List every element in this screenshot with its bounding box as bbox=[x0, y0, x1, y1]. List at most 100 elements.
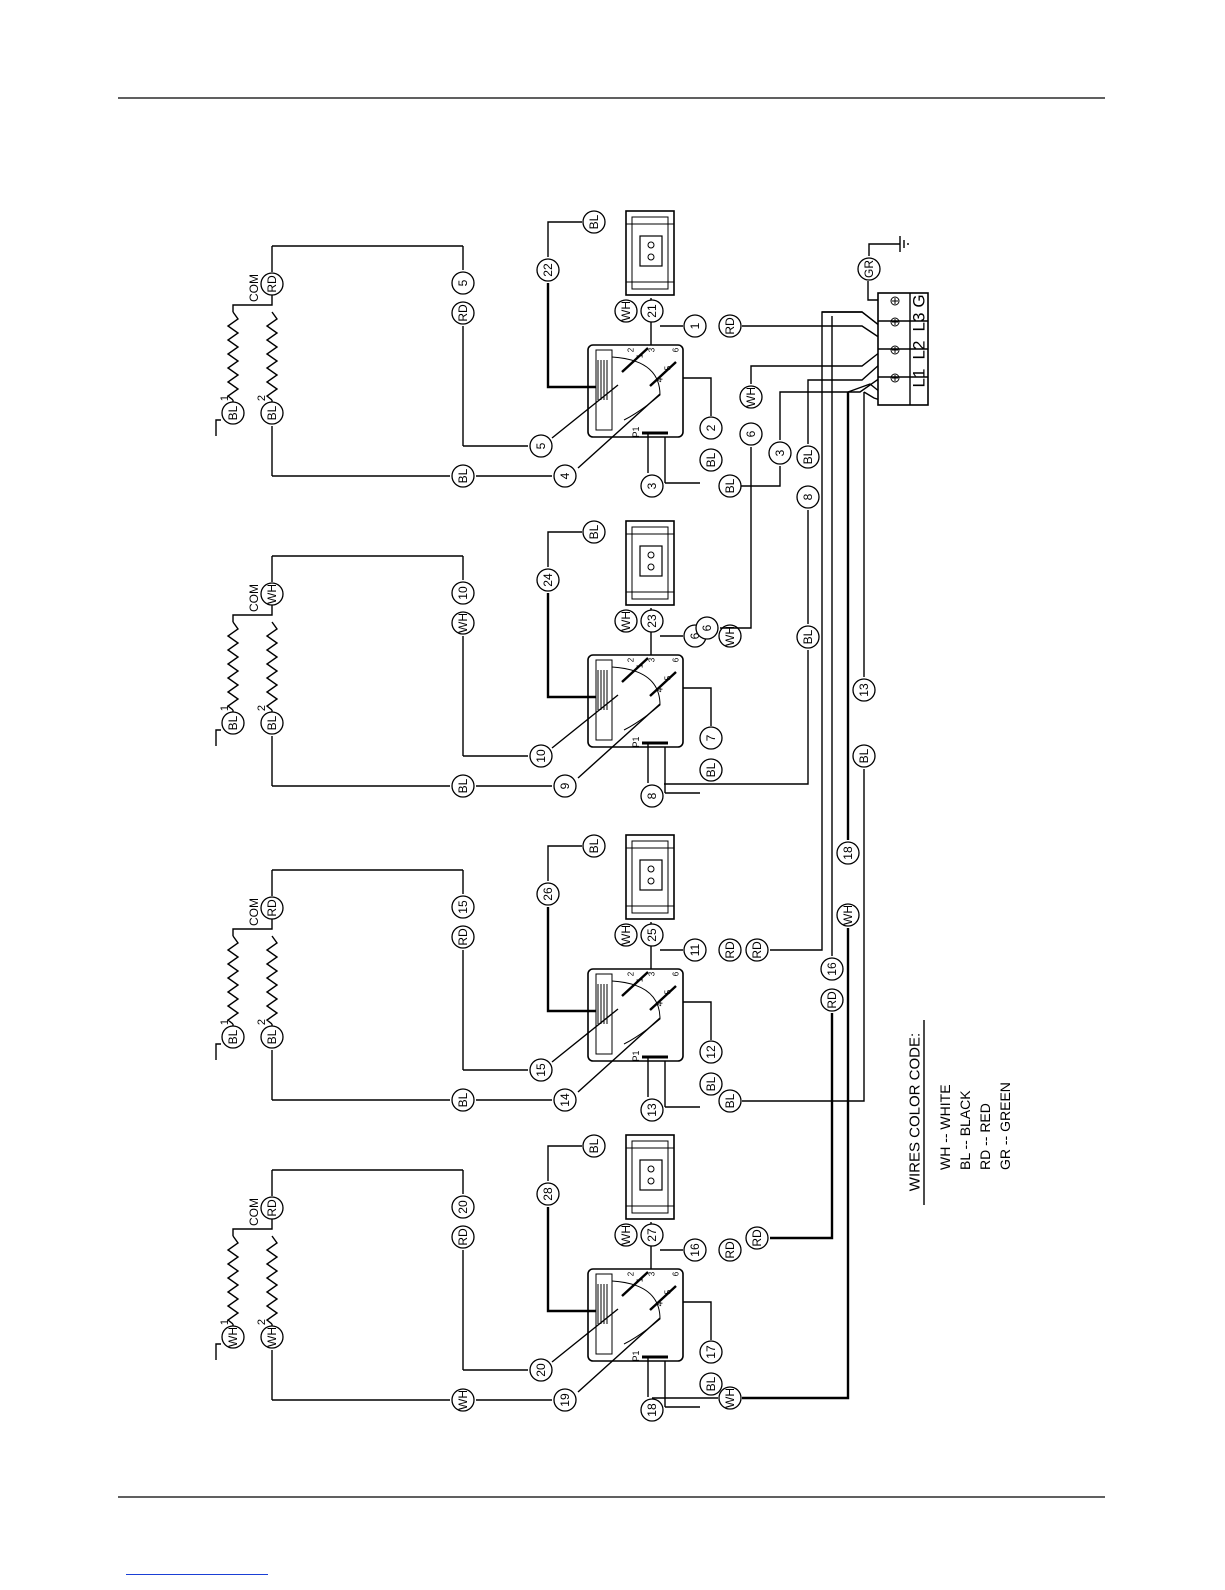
marker-text: 10 bbox=[456, 586, 470, 600]
left-leg-wire-color: BL bbox=[451, 774, 475, 798]
relay-body bbox=[587, 1268, 684, 1362]
marker-text: GR bbox=[862, 260, 876, 278]
relay-pin-number: 4 bbox=[656, 1301, 665, 1306]
coil-common-label: COM bbox=[247, 1198, 261, 1226]
relay-out-wire-number: 13 bbox=[640, 1098, 664, 1122]
marker-text: 28 bbox=[541, 1187, 555, 1201]
relay-wire-number: 4 bbox=[553, 464, 577, 488]
marker-text: 22 bbox=[541, 263, 555, 277]
right-leg-wire-number: 5 bbox=[451, 271, 475, 295]
marker-text: BL bbox=[226, 1029, 240, 1044]
marker-text: BL bbox=[265, 715, 279, 730]
marker-text: BL bbox=[704, 1076, 718, 1091]
heater-coil-upper bbox=[226, 621, 240, 711]
marker-circle bbox=[614, 299, 638, 323]
marker-text: 23 bbox=[645, 614, 659, 628]
coil-tap-number: 2 bbox=[256, 705, 268, 711]
coil-lower-color: BL bbox=[260, 401, 284, 425]
feed-wire-number: 26 bbox=[536, 882, 560, 906]
bus-wire bbox=[770, 1013, 834, 1240]
switch-body bbox=[639, 235, 663, 267]
marker-text: RD bbox=[825, 991, 839, 1009]
marker-text: RD bbox=[456, 1228, 470, 1246]
relay-pin-number: 3 bbox=[648, 657, 657, 662]
right-leg-wire-number: 10 bbox=[451, 581, 475, 605]
switch-body bbox=[631, 1140, 669, 1214]
coil-common-label: COM bbox=[247, 584, 261, 612]
marker-text: BL bbox=[265, 405, 279, 420]
marker-text: WH bbox=[744, 387, 758, 407]
marker-circle bbox=[536, 882, 560, 906]
marker-circle bbox=[699, 448, 723, 472]
marker-circle bbox=[718, 314, 742, 338]
marker-circle bbox=[718, 938, 742, 962]
marker-text: 16 bbox=[688, 1243, 702, 1257]
marker-text: BL bbox=[587, 214, 601, 229]
coil-lower-color: WH bbox=[260, 1325, 284, 1349]
marker-text: 27 bbox=[645, 1228, 659, 1242]
bus-wire bbox=[779, 377, 881, 440]
marker-circle bbox=[451, 1195, 475, 1219]
switch-body bbox=[625, 1134, 675, 1220]
relay-pin-number: 6 bbox=[672, 971, 681, 976]
coil-tap-number: 2 bbox=[256, 395, 268, 401]
marker-text: WH bbox=[619, 611, 633, 631]
marker-circle bbox=[614, 609, 638, 633]
relay-frame bbox=[595, 1273, 613, 1355]
coil-common-color: RD bbox=[260, 896, 284, 920]
marker-text: BL bbox=[723, 478, 737, 493]
line-wire-number: 11 bbox=[683, 938, 707, 962]
marker-text: 12 bbox=[704, 1045, 718, 1059]
relay-wire-number: 10 bbox=[529, 744, 553, 768]
marker-text: 14 bbox=[558, 1093, 572, 1107]
terminal-label: L3 bbox=[910, 313, 929, 332]
marker-circle bbox=[529, 434, 553, 458]
marker-circle bbox=[221, 401, 245, 425]
marker-circle bbox=[640, 1223, 664, 1247]
marker-circle bbox=[683, 1238, 707, 1262]
marker-text: RD bbox=[723, 317, 737, 335]
marker-circle bbox=[796, 445, 820, 469]
coil-tap-number: 1 bbox=[219, 395, 231, 401]
marker-text: BL bbox=[456, 468, 470, 483]
marker-text: 3 bbox=[645, 482, 659, 489]
marker-circle bbox=[820, 988, 844, 1012]
switch-body bbox=[625, 834, 675, 920]
marker-circle bbox=[582, 520, 606, 544]
marker-circle bbox=[260, 1196, 284, 1220]
relay-wire-number: 9 bbox=[553, 774, 577, 798]
marker-circle bbox=[536, 258, 560, 282]
bus-wire-number: 6 bbox=[739, 422, 763, 446]
coil-common-color: RD bbox=[260, 272, 284, 296]
marker-circle bbox=[836, 903, 860, 927]
marker-text: BL bbox=[456, 778, 470, 793]
marker-circle bbox=[683, 314, 707, 338]
jumper-wire bbox=[683, 1001, 712, 1040]
marker-text: 5 bbox=[456, 279, 470, 286]
switch-body bbox=[647, 253, 655, 261]
marker-circle bbox=[221, 1025, 245, 1049]
feed-wire-color: BL bbox=[582, 210, 606, 234]
relay-out-wire-number: 18 bbox=[640, 1398, 664, 1422]
marker-circle bbox=[451, 1388, 475, 1412]
marker-text: RD bbox=[723, 941, 737, 959]
left-leg-wire-color: BL bbox=[451, 464, 475, 488]
relay-contact bbox=[649, 1285, 677, 1311]
marker-circle bbox=[640, 299, 664, 323]
terminal-screw bbox=[890, 345, 900, 355]
feed-wire bbox=[547, 845, 582, 881]
marker-circle bbox=[699, 1372, 723, 1396]
marker-circle bbox=[536, 1182, 560, 1206]
marker-text: RD bbox=[750, 1229, 764, 1247]
marker-text: 7 bbox=[704, 734, 718, 741]
footer-link-underline[interactable] bbox=[126, 1574, 268, 1575]
feed-wire bbox=[547, 531, 582, 567]
marker-text: 8 bbox=[645, 792, 659, 799]
marker-text: WH bbox=[265, 1327, 279, 1347]
marker-circle bbox=[699, 416, 723, 440]
marker-text: WH bbox=[619, 1225, 633, 1245]
feed-wire bbox=[546, 283, 596, 389]
marker-circle bbox=[739, 385, 763, 409]
